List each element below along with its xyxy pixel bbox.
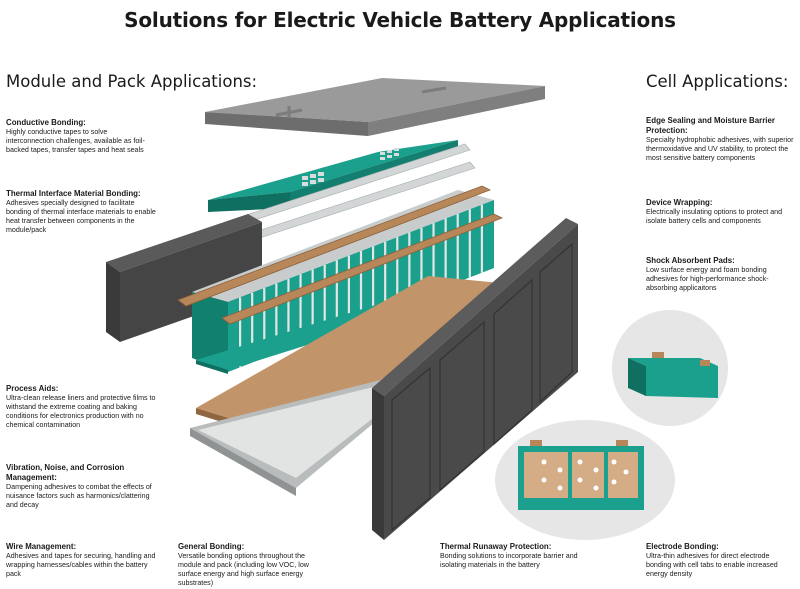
thermal-interface-item: Thermal Interface Material Bonding: Adhe… (6, 189, 156, 235)
item-heading: Electrode Bonding: (646, 542, 719, 551)
page-title: Solutions for Electric Vehicle Battery A… (124, 8, 676, 32)
item-heading: Thermal Interface Material Bonding: (6, 189, 141, 198)
shock-absorbent-item: Shock Absorbent Pads: Low surface energy… (646, 256, 796, 293)
cell-applications-heading: Cell Applications: (646, 72, 789, 91)
item-heading: Edge Sealing and Moisture Barrier Protec… (646, 116, 775, 135)
item-heading: Wire Management: (6, 542, 77, 551)
cell-cross-section-callout (495, 420, 675, 540)
item-heading: Device Wrapping: (646, 198, 713, 207)
item-heading: Process Aids: (6, 384, 59, 393)
item-description: Adhesives and tapes for securing, handli… (6, 552, 156, 578)
left-end-plate (106, 214, 262, 342)
item-description: Dampening adhesives to combat the effect… (6, 483, 152, 509)
item-heading: General Bonding: (178, 542, 245, 551)
item-description: Ultra-clean release liners and protectiv… (6, 394, 156, 429)
item-heading: Thermal Runaway Protection: (440, 542, 552, 551)
top-cover-plate (205, 78, 545, 136)
item-description: Low surface energy and foam bonding adhe… (646, 266, 769, 292)
item-description: Electrically insulating options to prote… (646, 208, 783, 225)
bottom-tray (190, 372, 430, 496)
single-cell-callout (612, 310, 728, 426)
wire-management-item: Wire Management: Adhesives and tapes for… (6, 542, 156, 579)
thermal-runaway-item: Thermal Runaway Protection: Bonding solu… (440, 542, 590, 570)
conductive-bonding-item: Conductive Bonding: Highly conductive ta… (6, 118, 156, 155)
right-side-panel (372, 218, 578, 540)
item-description: Specialty hydrophobic adhesives, with su… (646, 136, 794, 162)
item-description: Adhesives specially designed to facilita… (6, 199, 156, 234)
process-aids-item: Process Aids: Ultra-clean release liners… (6, 384, 156, 430)
general-bonding-item: General Bonding: Versatile bonding optio… (178, 542, 328, 588)
item-description: Highly conductive tapes to solve interco… (6, 128, 145, 154)
item-description: Bonding solutions to incorporate barrier… (440, 552, 578, 569)
edge-sealing-item: Edge Sealing and Moisture Barrier Protec… (646, 116, 796, 163)
electrode-bonding-item: Electrode Bonding: Ultra-thin adhesives … (646, 542, 796, 579)
vibration-noise-item: Vibration, Noise, and Corrosion Manageme… (6, 463, 156, 510)
item-description: Ultra-thin adhesives for direct electrod… (646, 552, 778, 578)
item-heading: Conductive Bonding: (6, 118, 86, 127)
item-heading: Shock Absorbent Pads: (646, 256, 735, 265)
item-description: Versatile bonding options throughout the… (178, 552, 309, 587)
device-wrapping-item: Device Wrapping: Electrically insulating… (646, 198, 796, 226)
item-heading: Vibration, Noise, and Corrosion Manageme… (6, 463, 125, 482)
circuit-board (208, 140, 458, 212)
module-pack-heading: Module and Pack Applications: (6, 72, 258, 91)
battery-cell-stack (177, 185, 503, 372)
